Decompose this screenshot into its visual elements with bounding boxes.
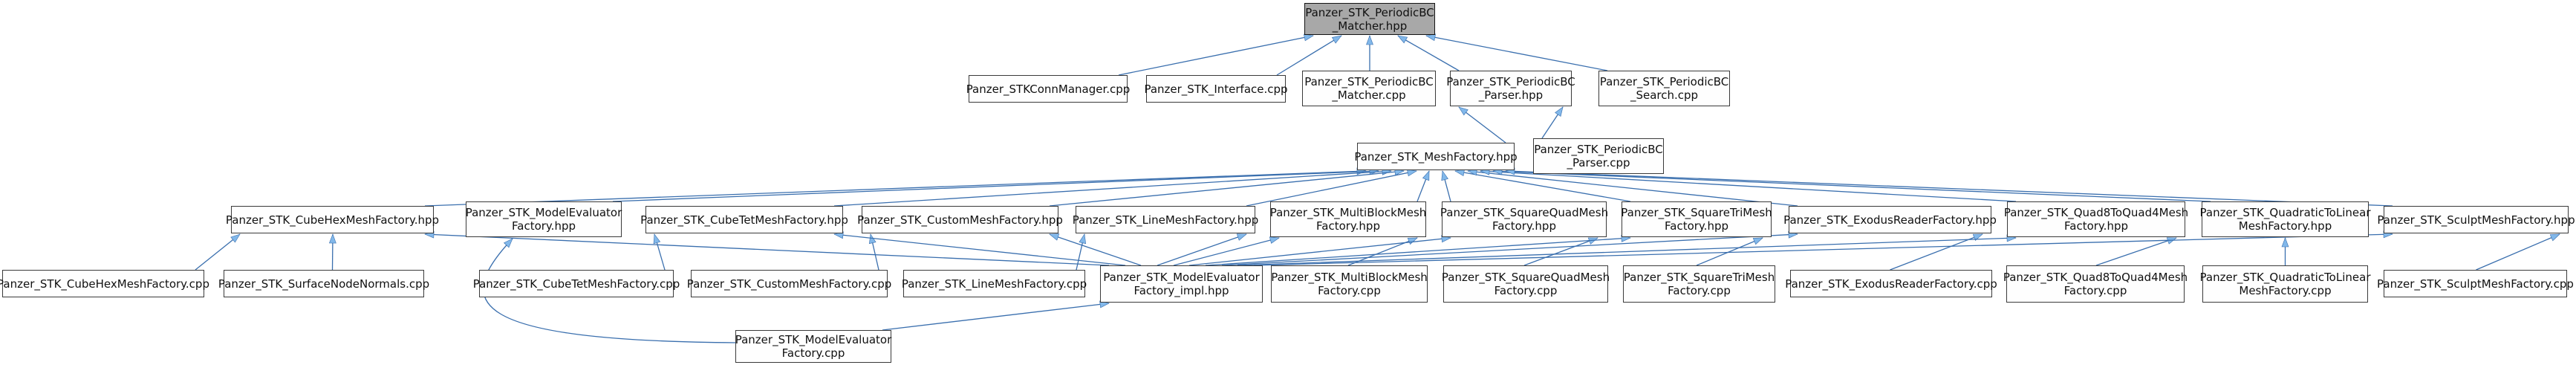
graph-node-panzer-stk-squarequadmeshfactory-cpp[interactable]: Panzer_STK_SquareQuadMesh Factory.cpp (1442, 265, 1610, 303)
graph-edge (2476, 233, 2560, 271)
graph-node-panzer-stk-squaretrimeshfactory-cpp[interactable]: Panzer_STK_SquareTriMesh Factory.cpp (1623, 265, 1775, 303)
graph-edge (1253, 233, 2393, 266)
graph-node-panzer-stk-squaretrimeshfactory-hpp[interactable]: Panzer_STK_SquareTriMesh Factory.hpp (1621, 201, 1772, 237)
graph-edge (1458, 106, 1506, 143)
graph-edge (833, 233, 1126, 266)
graph-edge (1492, 170, 2211, 202)
graph-edge (2095, 237, 2177, 266)
graph-edge-arrowhead-icon (1752, 237, 1763, 245)
graph-edge (1505, 170, 2393, 207)
graph-edge-arrowhead-icon (1397, 35, 1408, 44)
graph-node-panzer-stk-cubetetmeshfactory-cpp[interactable]: Panzer_STK_CubeTetMeshFactory.cpp (473, 270, 680, 297)
graph-edge-arrowhead-icon (503, 238, 513, 248)
graph-node-panzer-stk-modelevaluatorfactory-impl-hpp[interactable]: Panzer_STK_ModelEvaluator Factory_impl.h… (1100, 265, 1263, 303)
graph-node-panzer-stk-exodusreaderfactory-cpp[interactable]: Panzer_STK_ExodusReaderFactory.cpp (1785, 270, 1997, 297)
graph-node-panzer-stk-custommeshfactory-hpp[interactable]: Panzer_STK_CustomMeshFactory.hpp (857, 206, 1063, 233)
graph-edge-arrowhead-icon (1407, 237, 1418, 245)
graph-edge-arrowhead-icon (1555, 106, 1564, 117)
graph-edge-arrowhead-icon (653, 233, 661, 245)
graph-node-panzer-stk-exodusreaderfactory-hpp[interactable]: Panzer_STK_ExodusReaderFactory.hpp (1783, 206, 1997, 233)
graph-edge (833, 170, 1392, 207)
graph-node-panzer-stk-linemeshfactory-cpp[interactable]: Panzer_STK_LineMeshFactory.cpp (902, 270, 1087, 297)
graph-edge (1188, 237, 1451, 266)
graph-node-panzer-stk-periodicbc-parser-hpp[interactable]: Panzer_STK_PeriodicBC _Parser.hpp (1446, 71, 1575, 106)
graph-node-panzer-stk-periodicbc-parser-cpp[interactable]: Panzer_STK_PeriodicBC _Parser.cpp (1533, 138, 1664, 174)
graph-edge (1157, 233, 1247, 266)
graph-node-panzer-stk-sculptmeshfactory-hpp[interactable]: Panzer_STK_SculptMeshFactory.hpp (2377, 206, 2575, 233)
graph-edge (1049, 233, 1142, 266)
graph-edge (1118, 35, 1314, 76)
graph-node-panzer-stk-interface-cpp[interactable]: Panzer_STK_Interface.cpp (1144, 75, 1288, 103)
graph-edge (1276, 35, 1342, 76)
graph-node-panzer-stk-squarequadmeshfactory-hpp[interactable]: Panzer_STK_SquareQuadMesh Factory.hpp (1440, 201, 1608, 237)
graph-node-panzer-stk-modelevaluatorfactory-cpp[interactable]: Panzer_STK_ModelEvaluator Factory.cpp (735, 330, 891, 363)
graph-edge (1049, 170, 1405, 207)
graph-edge (612, 170, 1379, 202)
graph-node-panzer-stk-linemeshfactory-hpp[interactable]: Panzer_STK_LineMeshFactory.hpp (1073, 206, 1258, 233)
graph-node-panzer-stk-multiblockmeshfactory-hpp[interactable]: Panzer_STK_MultiBlockMesh Factory.hpp (1270, 201, 1426, 237)
graph-edge-arrowhead-icon (1458, 106, 1468, 116)
graph-node-panzer-stk-quad8toquad4meshfactory-cpp[interactable]: Panzer_STK_Quad8ToQuad4Mesh Factory.cpp (2003, 265, 2188, 303)
graph-node-panzer-stk-cubehexmeshfactory-hpp[interactable]: Panzer_STK_CubeHexMeshFactory.hpp (226, 206, 439, 233)
graph-edge (1523, 237, 1598, 266)
graph-edge (424, 233, 1110, 266)
graph-edge (1696, 237, 1763, 266)
graph-edge-arrowhead-icon (1425, 33, 1437, 42)
graph-node-panzer-stk-sculptmeshfactory-cpp[interactable]: Panzer_STK_SculptMeshFactory.cpp (2377, 270, 2574, 297)
graph-node-panzer-stk-periodicbc-search-cpp[interactable]: Panzer_STK_PeriodicBC _Search.cpp (1598, 71, 1730, 106)
graph-edge (1221, 233, 1798, 266)
graph-edge-arrowhead-icon (2281, 237, 2289, 248)
graph-node-panzer-stk-periodicbc-matcher-hpp: Panzer_STK_PeriodicBC _Matcher.hpp (1304, 3, 1435, 35)
graph-edge (882, 303, 1110, 331)
graph-edge (1467, 170, 1798, 207)
graph-node-panzer-stk-quadratictolinearmeshfactory-cpp[interactable]: Panzer_STK_QuadraticToLinear MeshFactory… (2200, 265, 2370, 303)
graph-edge-arrowhead-icon (2549, 233, 2560, 242)
graph-edge-arrowhead-icon (1079, 233, 1087, 245)
graph-edge-arrowhead-icon (1422, 170, 1430, 181)
graph-edge-arrowhead-icon (1406, 169, 1417, 177)
graph-edge-arrowhead-icon (1441, 170, 1448, 181)
graph-edge-arrowhead-icon (1236, 233, 1247, 241)
graph-edge (1397, 35, 1460, 71)
graph-edge (424, 170, 1367, 207)
graph-edge (1480, 170, 2017, 202)
graph-edge (1237, 237, 2017, 266)
graph-node-panzer-stk-modelevaluatorfactory-hpp[interactable]: Panzer_STK_ModelEvaluator Factory.hpp (466, 201, 622, 237)
graph-edge (195, 233, 241, 271)
graph-edge (1890, 233, 1983, 271)
graph-edge-arrowhead-icon (1049, 233, 1060, 241)
graph-edge (1173, 237, 1280, 266)
graph-node-panzer-stk-multiblockmeshfactory-cpp[interactable]: Panzer_STK_MultiBlockMesh Factory.cpp (1271, 265, 1428, 303)
graph-edge (1425, 35, 1608, 71)
graph-edge (1205, 237, 1631, 266)
graph-node-panzer-stk-quadratictolinearmeshfactory-hpp[interactable]: Panzer_STK_QuadraticToLinear MeshFactory… (2200, 201, 2370, 237)
graph-node-panzer-stk-meshfactory-hpp[interactable]: Panzer_STK_MeshFactory.hpp (1354, 143, 1518, 170)
graph-node-panzer-stk-custommeshfactory-cpp[interactable]: Panzer_STK_CustomMeshFactory.cpp (687, 270, 891, 297)
graph-node-panzer-stk-surfacenodenormals-cpp[interactable]: Panzer_STK_SurfaceNodeNormals.cpp (218, 270, 429, 297)
graph-edge-arrowhead-icon (1269, 236, 1280, 244)
graph-edge-arrowhead-icon (1331, 35, 1342, 44)
graph-edge (1246, 170, 1417, 207)
graph-node-panzer-stkconnmanager-cpp[interactable]: Panzer_STKConnManager.cpp (966, 75, 1130, 103)
graph-edge-arrowhead-icon (1366, 35, 1373, 45)
graph-edge-arrowhead-icon (1303, 33, 1314, 42)
graph-edge (482, 238, 736, 343)
graph-node-panzer-stk-cubetetmeshfactory-hpp[interactable]: Panzer_STK_CubeTetMeshFactory.hpp (640, 206, 848, 233)
graph-edge-arrowhead-icon (230, 233, 241, 243)
graph-node-panzer-stk-quad8toquad4meshfactory-hpp[interactable]: Panzer_STK_Quad8ToQuad4Mesh Factory.hpp (2004, 201, 2188, 237)
graph-node-panzer-stk-periodicbc-matcher-cpp[interactable]: Panzer_STK_PeriodicBC _Matcher.cpp (1302, 71, 1436, 106)
graph-edge (1454, 170, 1631, 202)
graph-node-panzer-stk-cubehexmeshfactory-cpp[interactable]: Panzer_STK_CubeHexMeshFactory.cpp (0, 270, 209, 297)
graph-edge-arrowhead-icon (328, 233, 336, 244)
